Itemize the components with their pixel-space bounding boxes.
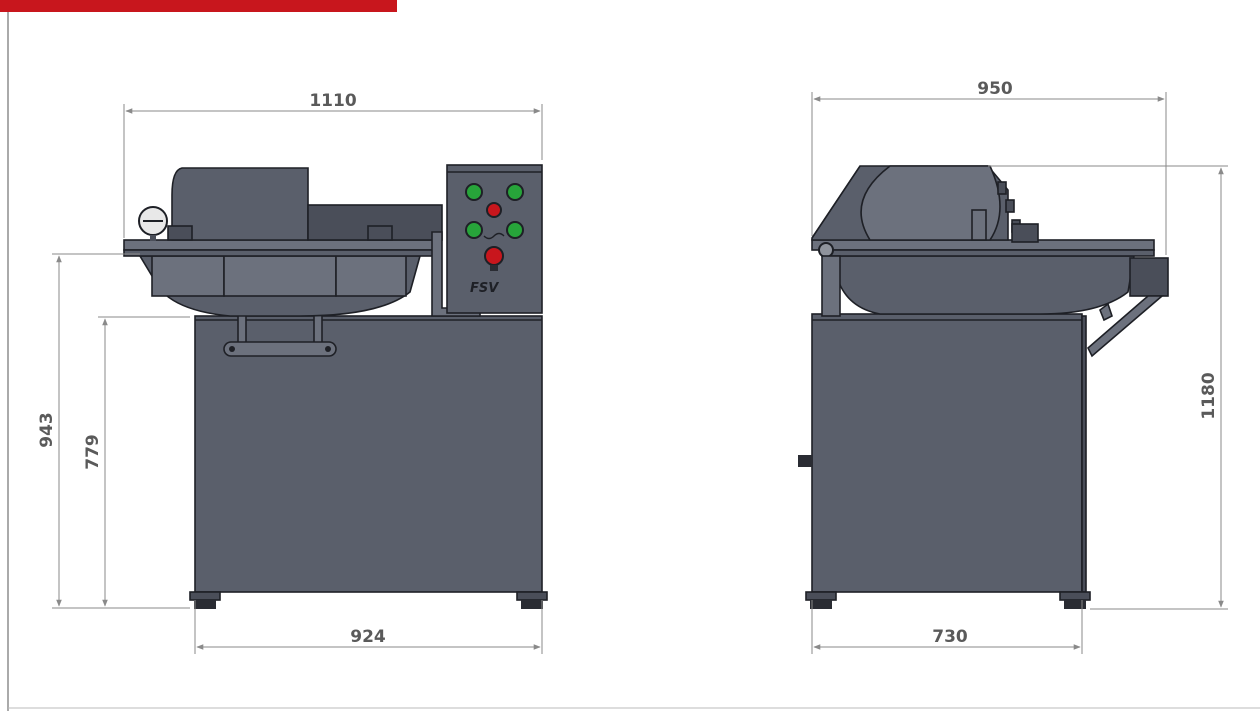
dim-side-base-width: 730 <box>932 627 968 647</box>
front-dimensions: 1110 924 943 779 <box>37 91 543 654</box>
dim-side-width: 950 <box>977 79 1013 99</box>
side-dimensions: 950 730 1180 <box>811 79 1228 654</box>
dim-front-body-height: 779 <box>83 434 103 470</box>
front-view: FSV <box>123 164 548 609</box>
dim-front-base-width: 924 <box>350 627 386 647</box>
dim-front-width: 1110 <box>309 91 356 111</box>
side-view <box>798 165 1169 609</box>
header-accent-bar <box>0 0 397 12</box>
dim-front-table-height: 943 <box>37 412 57 448</box>
dim-side-total-height: 1180 <box>1199 372 1219 419</box>
panel-logo: FSV <box>470 281 499 296</box>
